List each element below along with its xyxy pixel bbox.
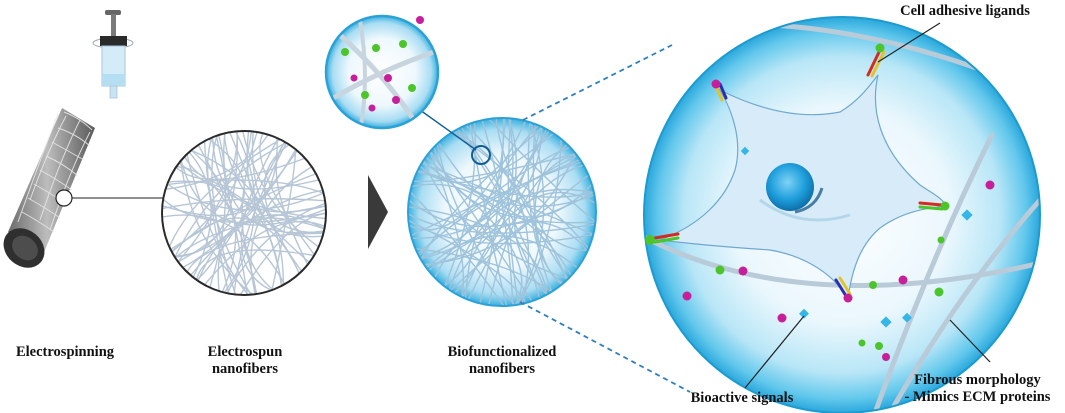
label-cell-adhesive-ligands: Cell adhesive ligands <box>900 3 1030 19</box>
label-electrospun-nanofibers: Electrospun nanofibers <box>207 344 283 377</box>
nanofiber-strand <box>414 118 514 268</box>
nanofiber-strand <box>166 165 259 295</box>
zoom-spot-tube <box>55 189 73 207</box>
zoom-spot-bio <box>471 145 491 165</box>
label-electrospinning: Electrospinning <box>15 344 115 360</box>
nanofiber-strand <box>408 207 596 234</box>
biofunctionalized-nanofibers-circle <box>407 109 597 307</box>
nanofiber-strand <box>408 183 543 306</box>
cell-adhesive-ligands <box>645 43 950 303</box>
nanofiber-strand <box>162 179 326 198</box>
nanofiber-strand <box>419 235 586 275</box>
nanofiber-strand <box>240 131 326 253</box>
nanofiber-strand <box>457 118 530 306</box>
cell-sphere <box>643 16 1041 413</box>
nanofiber-strand <box>440 118 476 296</box>
inset-zoom-circle <box>324 14 440 130</box>
nanofiber-strand <box>232 135 292 295</box>
nanofiber-strand <box>183 232 326 281</box>
label-fibrous-morphology: Fibrous morphology - Mimics ECM proteins <box>904 372 1051 405</box>
nanofiber-strand <box>478 118 514 306</box>
nanofiber-strand <box>183 145 212 286</box>
nanofiber-strand <box>442 168 596 298</box>
nanofiber-strand <box>434 118 507 292</box>
zoom-line-bio <box>419 109 477 151</box>
nanofiber-strand <box>444 125 596 258</box>
nanofiber-strand <box>263 139 308 279</box>
nanofiber-strand <box>189 134 290 286</box>
nanofiber-strand <box>434 133 522 306</box>
nanofiber-strand <box>464 118 546 306</box>
nanofiber-strand <box>425 141 464 306</box>
projection-line-top <box>522 44 673 121</box>
nanofiber-strand <box>164 131 239 258</box>
cell-nucleus <box>766 163 814 211</box>
leader-fibrous-morphology <box>949 319 991 363</box>
collector-tube <box>3 108 166 268</box>
nanofiber-strand <box>408 183 511 306</box>
nanofiber-strand <box>408 246 561 299</box>
label-biofunctionalized-nanofibers: Biofunctionalized nanofibers <box>447 344 557 377</box>
leader-cell-adhesive-ligands <box>877 22 941 63</box>
nanofiber-strand <box>184 144 237 295</box>
nanofiber-strand <box>481 118 596 230</box>
electrospun-nanofibers-circle <box>161 130 327 296</box>
nanofiber-strand <box>180 148 326 190</box>
nanofiber-strand <box>172 156 326 220</box>
nanofiber-strand <box>162 198 326 211</box>
nanofiber-strand <box>410 120 552 261</box>
nanofiber-strand <box>432 134 596 218</box>
nanofiber-strand <box>218 131 256 295</box>
nanofiber-strand <box>198 220 326 292</box>
nanofiber-strand <box>456 118 596 251</box>
bioactive-signals <box>682 146 995 361</box>
nanofiber-strand <box>223 131 317 269</box>
nanofiber-strand <box>164 133 290 258</box>
nanofiber-strand <box>408 118 544 240</box>
nanofiber-strand <box>431 135 596 224</box>
nanofiber-strand <box>408 159 592 241</box>
nanofiber-strand <box>527 118 573 289</box>
process-arrow <box>368 175 388 249</box>
nanofiber-strand <box>184 144 257 295</box>
nanofiber-strand <box>408 204 549 305</box>
nanofiber-strand <box>468 118 510 306</box>
leader-bioactive-signals <box>744 315 805 389</box>
nanofiber-strand <box>168 203 326 265</box>
nanofiber-strand <box>408 167 577 285</box>
nanofiber-strand <box>447 118 517 301</box>
nanofiber-strand <box>508 127 563 306</box>
nanofiber-strand <box>234 212 326 295</box>
nanofiber-strand <box>194 249 323 290</box>
inset-ligands <box>341 16 424 112</box>
nanofiber-strand <box>451 121 552 304</box>
label-bioactive-signals: Bioactive signals <box>690 390 794 406</box>
nanofiber-strand <box>162 214 290 292</box>
nanofiber-strand <box>409 143 581 261</box>
nanofiber-strand <box>206 131 257 295</box>
nanofiber-strand <box>429 150 587 288</box>
syringe-illustration <box>92 10 134 99</box>
nanofiber-strand <box>182 146 284 295</box>
nanofiber-strand <box>225 131 284 295</box>
nanofiber-strand <box>222 199 326 295</box>
nanofiber-strand <box>162 131 274 191</box>
